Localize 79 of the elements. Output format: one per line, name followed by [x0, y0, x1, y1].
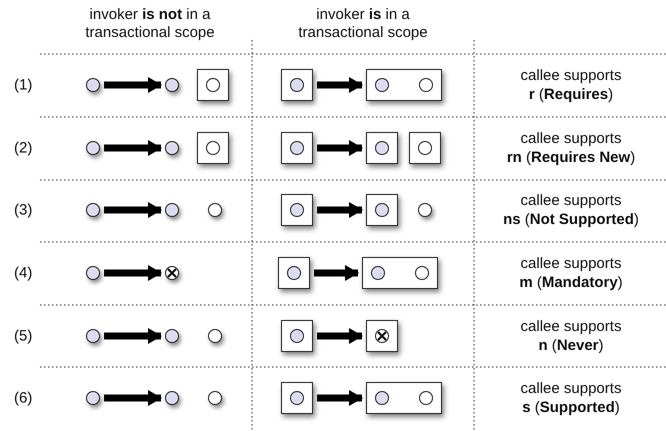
arrow: [317, 390, 363, 406]
scope-box: [366, 382, 442, 414]
column-header: invoker is in a transactional scope: [297, 6, 429, 42]
scope-box: [278, 257, 310, 289]
row-number: (3): [14, 202, 32, 218]
attribute-name: ns (Not Supported): [502, 211, 640, 229]
shaded-circle: [165, 329, 179, 343]
arrow: [317, 140, 363, 156]
row-number: (1): [14, 76, 32, 94]
scope-box: [366, 132, 398, 164]
shaded-circle: [375, 78, 389, 92]
shaded-circle: [165, 203, 179, 217]
shaded-circle: [86, 141, 100, 155]
shaded-circle: [86, 78, 100, 92]
scope-box: [366, 194, 398, 226]
attribute-name: rn (Requires New): [506, 149, 636, 167]
shaded-circle: [165, 391, 179, 405]
row-number: (5): [14, 328, 32, 344]
shaded-circle: [290, 391, 304, 405]
circle: [415, 266, 429, 280]
scope-box: [281, 320, 313, 352]
arrow: [104, 140, 162, 156]
shaded-circle: [86, 203, 100, 217]
callee-text: callee supports: [520, 255, 622, 273]
scope-box: [281, 132, 313, 164]
scope-box: [366, 69, 442, 101]
arrow: [104, 390, 162, 406]
callee-text: callee supports: [520, 318, 622, 336]
attribute-name: n (Never): [537, 337, 605, 355]
shaded-circle: [290, 78, 304, 92]
shaded-circle: [290, 141, 304, 155]
arrow: [317, 328, 363, 344]
callee-text: callee supports: [520, 192, 622, 210]
circle: [206, 141, 220, 155]
column-header: invoker is not in a transactional scope: [84, 6, 216, 42]
callee-text: callee supports: [520, 380, 622, 398]
arrow: [104, 328, 162, 344]
circle: [206, 78, 220, 92]
attribute-name: r (Requires): [528, 86, 614, 104]
shaded-circle: [86, 329, 100, 343]
scope-box: [197, 132, 229, 164]
shaded-circle: [287, 266, 301, 280]
arrow: [104, 77, 162, 93]
row-number: (4): [14, 264, 32, 282]
arrow: [317, 77, 363, 93]
row-number: (6): [14, 390, 32, 406]
circle: [208, 391, 222, 405]
scope-box: [409, 132, 441, 164]
shaded-circle: [290, 203, 304, 217]
scope-box: [281, 69, 313, 101]
arrow: [104, 265, 162, 281]
shaded-circle: [86, 391, 100, 405]
callee-text: callee supports: [520, 130, 622, 148]
scope-box: [362, 257, 438, 289]
circle: [419, 78, 433, 92]
circle: [208, 329, 222, 343]
arrow: [317, 202, 363, 218]
shaded-circle: [86, 266, 100, 280]
scope-box: [281, 194, 313, 226]
arrow: [314, 265, 359, 281]
circle: [419, 391, 433, 405]
shaded-circle: [165, 141, 179, 155]
shaded-circle: [375, 141, 389, 155]
circle: [418, 141, 432, 155]
scope-box: [366, 320, 398, 352]
shaded-circle: [375, 203, 389, 217]
row-number: (2): [14, 140, 32, 156]
circle: [418, 203, 432, 217]
attribute-name: m (Mandatory): [518, 274, 624, 292]
circle: [208, 203, 222, 217]
scope-box: [197, 69, 229, 101]
shaded-circle: [290, 329, 304, 343]
attribute-name: s (Supported): [521, 399, 621, 417]
scope-box: [281, 382, 313, 414]
arrow: [104, 202, 162, 218]
shaded-circle: [371, 266, 385, 280]
shaded-circle: [165, 78, 179, 92]
shaded-circle: [375, 391, 389, 405]
callee-text: callee supports: [520, 67, 622, 85]
